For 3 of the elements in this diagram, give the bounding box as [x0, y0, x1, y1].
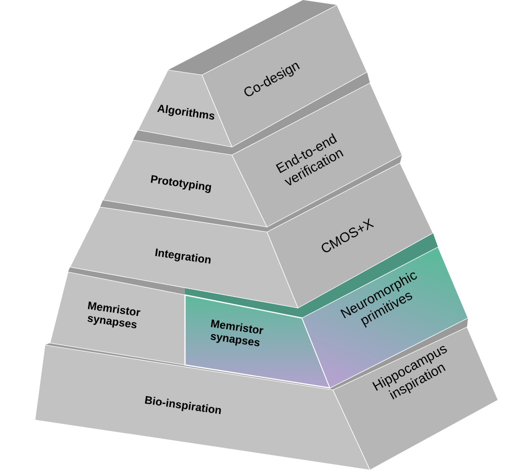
node-label: Prototyping: [150, 175, 212, 193]
pyramid-layer-face: Memristor synapses: [50, 267, 186, 366]
node-label: Memristor synapses: [210, 320, 264, 346]
